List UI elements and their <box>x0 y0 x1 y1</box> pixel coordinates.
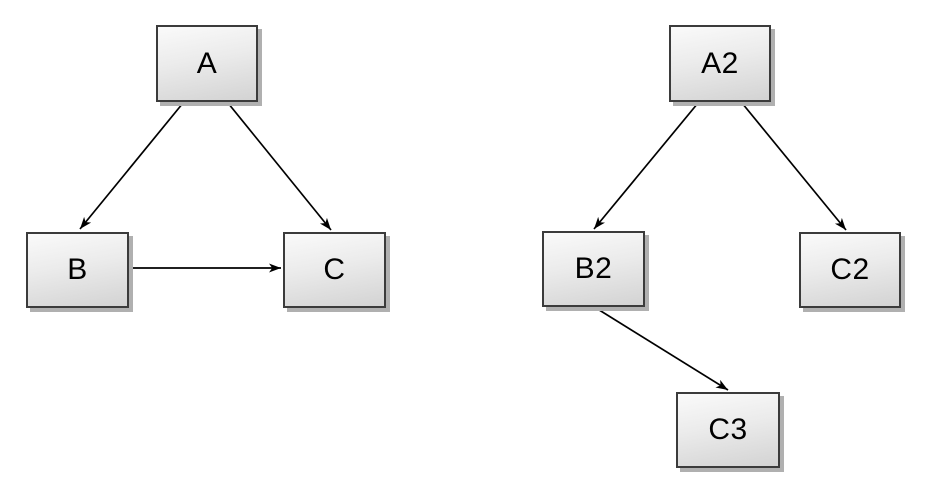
node-label-C2: C2 <box>830 253 870 286</box>
node-label-C3: C3 <box>708 413 748 446</box>
node-label-B2: B2 <box>574 252 613 285</box>
node-A2[interactable]: A2 <box>669 25 771 102</box>
edge-A-to-C[interactable] <box>227 102 332 231</box>
edge-A-to-B[interactable] <box>79 102 184 230</box>
node-label-B: B <box>67 253 88 286</box>
node-C[interactable]: C <box>283 232 386 308</box>
node-B2[interactable]: B2 <box>542 231 645 307</box>
node-C2[interactable]: C2 <box>799 232 901 308</box>
node-label-C: C <box>323 253 346 286</box>
node-A[interactable]: A <box>156 25 258 102</box>
node-B[interactable]: B <box>26 232 129 308</box>
node-C3[interactable]: C3 <box>676 392 780 468</box>
node-label-A2: A2 <box>701 46 739 80</box>
node-label-A: A <box>196 46 218 80</box>
edge-A2-to-B2[interactable] <box>593 102 699 230</box>
edge-A2-to-C2[interactable] <box>741 102 847 231</box>
edge-B2-to-C3[interactable] <box>595 307 729 391</box>
